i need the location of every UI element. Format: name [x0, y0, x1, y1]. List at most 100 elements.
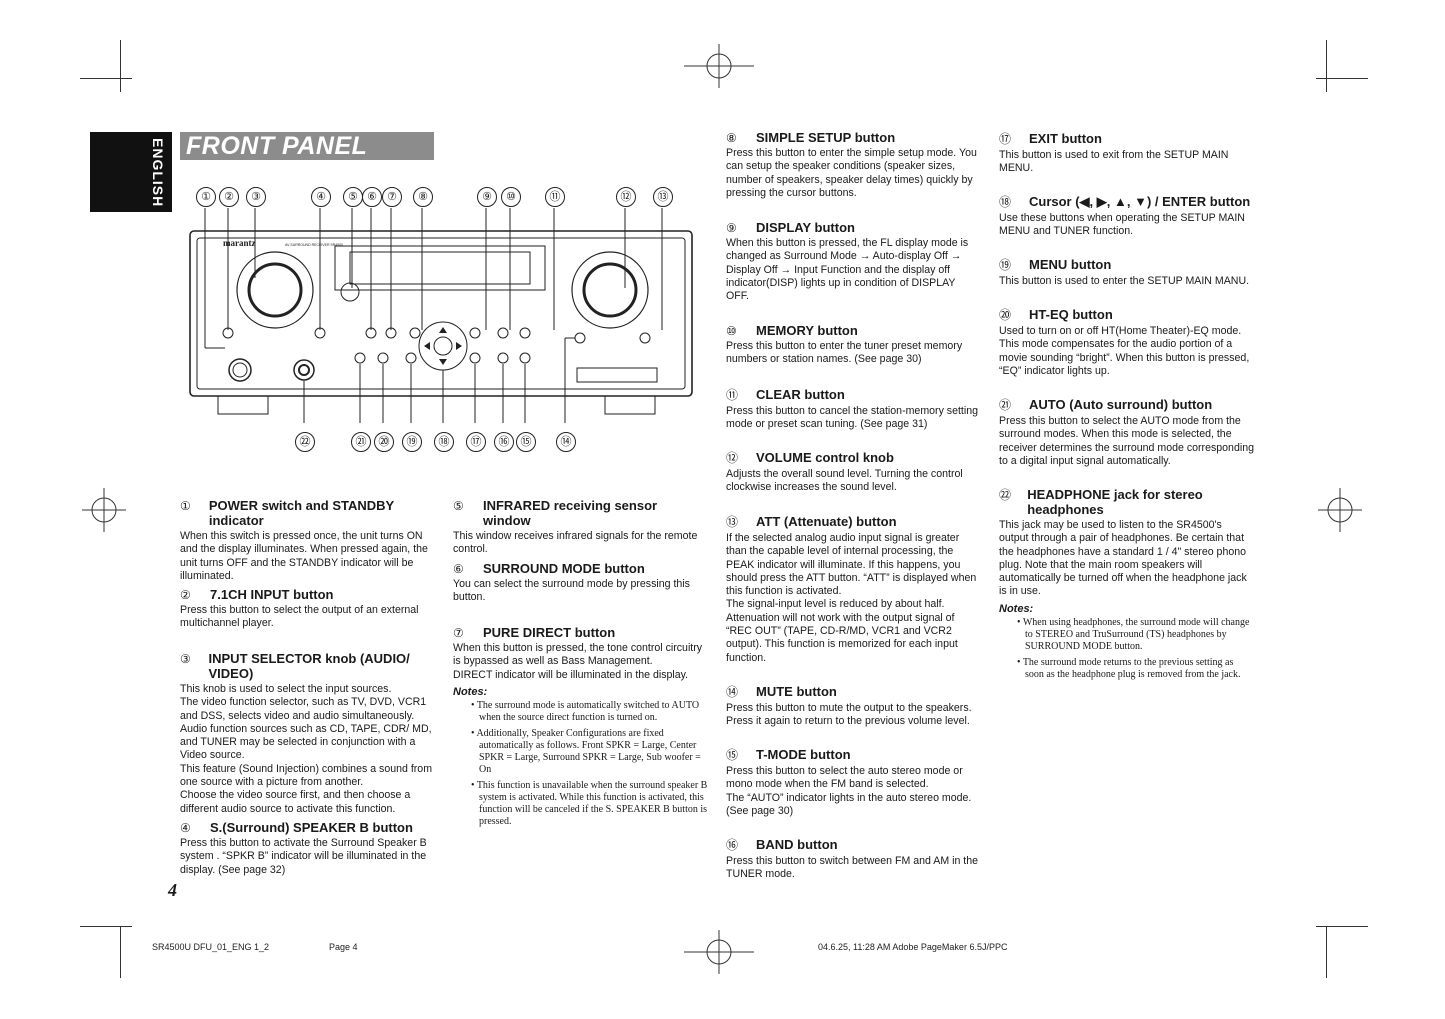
section-number: ② [180, 588, 191, 602]
section-body: Press this button to enter the simple se… [726, 147, 977, 199]
page-number: 4 [168, 880, 177, 900]
section-number: ⑳ [999, 308, 1012, 322]
callout-20: ⑳ [374, 432, 394, 452]
section-number: ㉒ [999, 488, 1012, 502]
section-number: ⑧ [726, 131, 737, 145]
section-title: SIMPLE SETUP button [756, 130, 896, 145]
callout-15: ⑮ [516, 432, 536, 452]
section-body: If the selected analog audio input signa… [726, 532, 977, 598]
section-body: This feature (Sound Injection) combines … [180, 762, 433, 789]
crop-mark [80, 78, 132, 79]
callout-10: ⑩ [501, 187, 521, 207]
section-number: ⑭ [726, 685, 739, 699]
footer-page: Page 4 [329, 942, 358, 952]
section-number: ⑲ [999, 258, 1012, 272]
section-title: Cursor (◀, ▶, ▲, ▼) / ENTER button [1029, 194, 1251, 209]
section-body: Press this button to mute the output to … [726, 702, 972, 728]
language-tab-label: ENGLISH [150, 138, 166, 208]
section-title: 7.1CH INPUT button [210, 587, 334, 602]
crop-mark [1326, 40, 1327, 92]
crop-mark [120, 926, 121, 978]
section-body: The “AUTO” indicator lights in the auto … [726, 791, 972, 817]
section-title: MEMORY button [756, 323, 858, 338]
section-title: SURROUND MODE button [483, 561, 645, 576]
page-title-bar: FRONT PANEL [180, 132, 434, 160]
section-title: INFRARED receiving sensor window [482, 498, 658, 528]
section-body: This jack may be used to listen to the S… [999, 519, 1247, 598]
section-mute: ⑭ MUTE button Press this button to mute t… [726, 683, 981, 729]
section-title: DISPLAY button [756, 220, 855, 235]
section-body: This knob is used to select the input so… [180, 683, 392, 695]
model-label: AV SURROUND RECEIVER SR4500 [285, 243, 343, 247]
section-number: ⑥ [453, 562, 464, 576]
callout-12: ⑫ [616, 187, 636, 207]
crop-mark [1316, 926, 1368, 927]
notes-label: Notes: [999, 602, 1034, 615]
callout-1: ① [196, 187, 216, 207]
section-number: ⑰ [999, 132, 1012, 146]
section-body: Press this button to activate the Surrou… [180, 837, 427, 876]
section-title: VOLUME control knob [756, 450, 894, 465]
section-title: ATT (Attenuate) button [756, 514, 897, 529]
section-number: ⑨ [726, 221, 737, 235]
section-body: The signal-input level is reduced by abo… [726, 598, 958, 664]
section-number: ㉑ [999, 398, 1012, 412]
section-body: When this button is pressed, the tone co… [453, 642, 703, 668]
section-number: ⑯ [726, 838, 739, 852]
callout-5: ⑤ [343, 187, 363, 207]
registration-mark [684, 930, 754, 974]
section-title: POWER switch and STANDBY indicator [208, 498, 394, 528]
section-number: ⑩ [726, 324, 737, 338]
section-body: Press this button to select the AUTO mod… [999, 415, 1254, 467]
crop-mark [120, 40, 121, 92]
callout-18: ⑱ [434, 432, 454, 452]
callout-7: ⑦ [382, 187, 402, 207]
section-body: This window receives infrared signals fo… [453, 530, 698, 556]
section-title: PURE DIRECT button [483, 625, 616, 640]
notes-label: Notes: [453, 685, 488, 698]
section-body: This button is used to enter the SETUP M… [999, 275, 1250, 287]
callout-16: ⑯ [494, 432, 514, 452]
section-body: DIRECT indicator will be illuminated in … [453, 668, 689, 681]
section-title: CLEAR button [756, 387, 845, 402]
callout-4: ④ [311, 187, 331, 207]
callout-21: ㉑ [351, 432, 371, 452]
section-cursor-enter: ⑱ Cursor (◀, ▶, ▲, ▼) / ENTER button Use … [999, 193, 1254, 239]
section-title: MUTE button [756, 684, 837, 699]
section-body: The video function selector, such as TV,… [180, 696, 427, 722]
section-number: ① [180, 499, 191, 513]
section-title: T-MODE button [756, 747, 851, 762]
section-body: This button is used to exit from the SET… [999, 149, 1229, 175]
callout-14: ⑭ [556, 432, 576, 452]
callout-8: ⑧ [413, 187, 433, 207]
section-auto-surround: ㉑ AUTO (Auto surround) button Press this … [999, 396, 1254, 468]
page-title: FRONT PANEL [186, 132, 368, 160]
note: • Additionally, Speaker Configurations a… [471, 727, 701, 775]
section-number: ⑮ [726, 748, 739, 762]
section-title: AUTO (Auto surround) button [1029, 397, 1213, 412]
section-body: Audio function sources such as CD, TAPE,… [180, 722, 432, 762]
note: • This function is unavailable when the … [471, 779, 708, 827]
front-panel-illustration: marantz AV SURROUND RECEIVER SR4500 [189, 208, 693, 423]
section-number: ⑱ [999, 195, 1012, 209]
registration-mark [82, 488, 126, 532]
footer-stamp: 04.6.25, 11:28 AM Adobe PageMaker 6.5J/P… [818, 942, 1008, 952]
callout-11: ⑪ [545, 187, 565, 207]
section-body: Use these buttons when operating the SET… [999, 212, 1245, 238]
callout-2: ② [219, 187, 239, 207]
section-title: HEADPHONE jack for stereo headphones [1027, 487, 1203, 517]
callout-9: ⑨ [477, 187, 497, 207]
